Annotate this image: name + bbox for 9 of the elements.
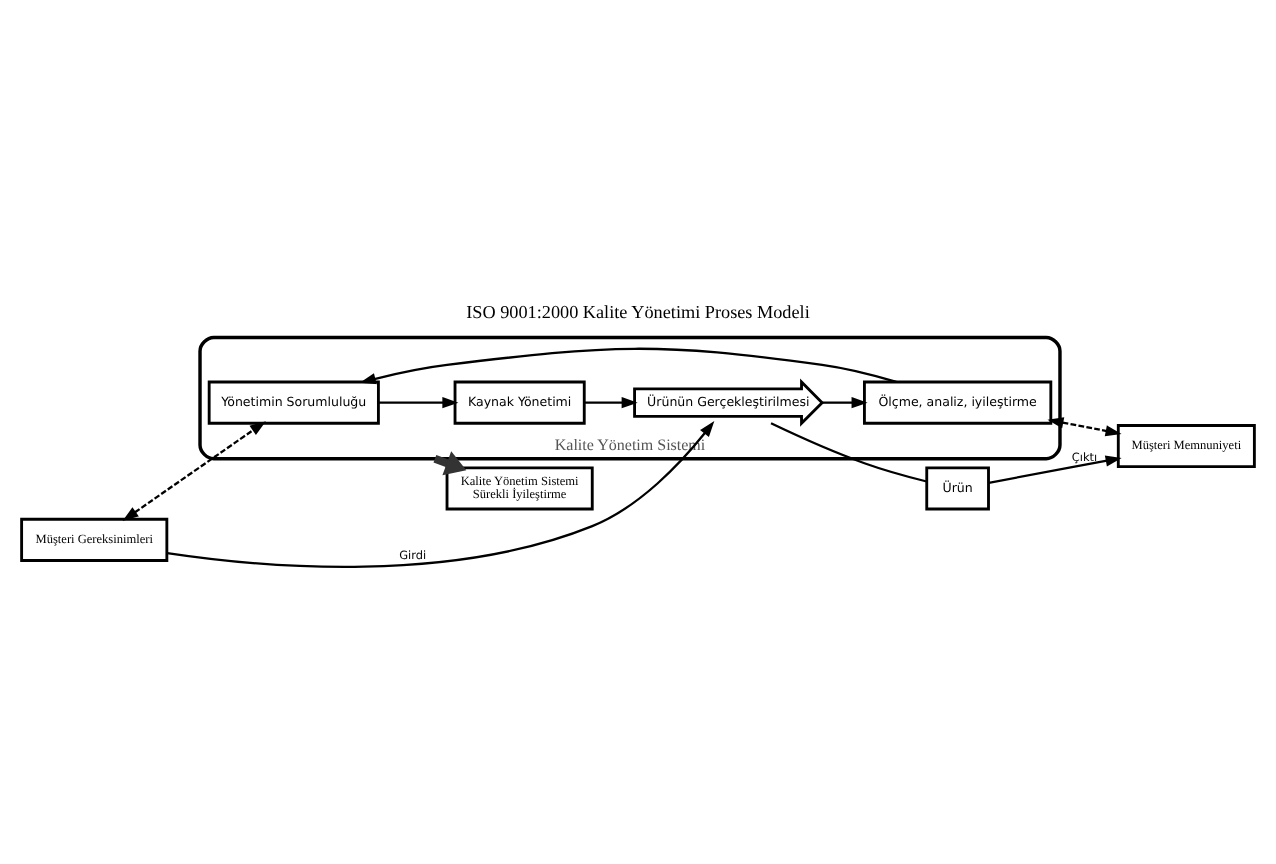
arrow bbox=[1047, 416, 1122, 436]
arrow bbox=[122, 420, 266, 520]
arrow bbox=[167, 419, 715, 567]
arrow bbox=[988, 454, 1122, 483]
arrow bbox=[584, 396, 638, 408]
diagram-title: ISO 9001:2000 Kalite Yönetimi Proses Modeli bbox=[466, 300, 810, 321]
arrow bbox=[359, 346, 897, 384]
arrow bbox=[378, 396, 459, 408]
arrow bbox=[822, 396, 868, 408]
